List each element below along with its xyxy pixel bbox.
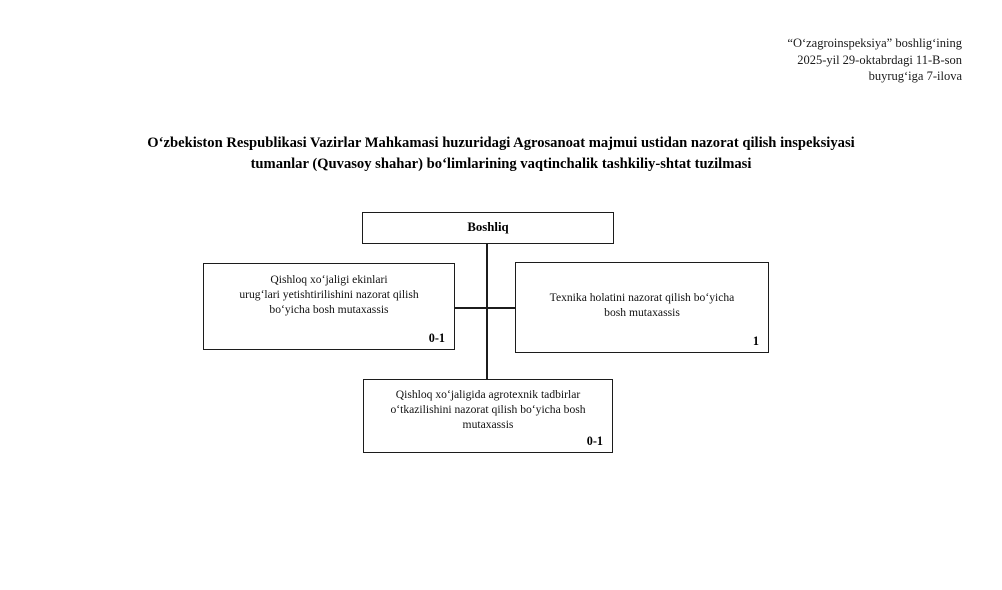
org-node-agrotechnical-measures-supervision-text: Qishloq xoʻjaligida agrotexnik tadbirlar… <box>372 387 604 433</box>
org-node-equipment-supervision-line-2: bosh mutaxassis <box>604 306 680 320</box>
org-node-crop-seed-supervision-text: Qishloq xoʻjaligi ekinlari urugʻlari yet… <box>212 272 446 318</box>
org-node-agrotechnical-measures-supervision-line-2: oʻtkazilishini nazorat qilish boʻyicha b… <box>390 403 586 417</box>
org-node-equipment-supervision[interactable]: Texnika holatini nazorat qilish boʻyicha… <box>515 262 769 353</box>
approval-reference-line-2: 2025-yil 29-oktabrdagi 11-B-son <box>797 52 962 67</box>
document-title-line-1: Oʻzbekiston Respublikasi Vazirlar Mahkam… <box>147 135 855 151</box>
org-node-crop-seed-supervision-line-2: urugʻlari yetishtirilishini nazorat qili… <box>239 288 419 302</box>
org-node-boshliq-label: Boshliq <box>467 220 509 234</box>
org-node-crop-seed-supervision-line-1: Qishloq xoʻjaligi ekinlari <box>270 273 388 286</box>
org-node-agrotechnical-measures-supervision-line-1: Qishloq xoʻjaligida agrotexnik tadbirlar <box>395 388 581 401</box>
approval-reference-line-3: buyrugʻiga 7-ilova <box>868 69 962 83</box>
org-node-agrotechnical-measures-supervision-count: 0-1 <box>586 434 603 448</box>
document-title-line-2: tumanlar (Quvasoy shahar) boʻlimlarining… <box>250 156 752 172</box>
org-node-crop-seed-supervision-count: 0-1 <box>428 331 445 345</box>
document-title: Oʻzbekiston Respublikasi Vazirlar Mahkam… <box>70 133 932 175</box>
approval-reference-block: “Oʻzagroinspeksiya” boshligʻining 2025-y… <box>542 35 962 85</box>
connector-horizontal-left <box>454 307 487 309</box>
org-node-equipment-supervision-line-1: Texnika holatini nazorat qilish boʻyicha <box>549 291 735 304</box>
org-node-equipment-supervision-count: 1 <box>752 334 759 348</box>
approval-reference-line-1: “Oʻzagroinspeksiya” boshligʻining <box>787 36 962 50</box>
connector-horizontal-right <box>486 307 516 309</box>
connector-vertical-trunk <box>486 243 488 380</box>
org-node-crop-seed-supervision-line-3: boʻyicha bosh mutaxassis <box>269 303 389 317</box>
org-node-agrotechnical-measures-supervision[interactable]: Qishloq xoʻjaligida agrotexnik tadbirlar… <box>363 379 613 453</box>
org-node-agrotechnical-measures-supervision-line-3: mutaxassis <box>462 418 514 432</box>
org-node-equipment-supervision-text: Texnika holatini nazorat qilish boʻyicha… <box>524 290 760 320</box>
org-node-boshliq[interactable]: Boshliq <box>362 212 614 244</box>
org-node-crop-seed-supervision[interactable]: Qishloq xoʻjaligi ekinlari urugʻlari yet… <box>203 263 455 350</box>
